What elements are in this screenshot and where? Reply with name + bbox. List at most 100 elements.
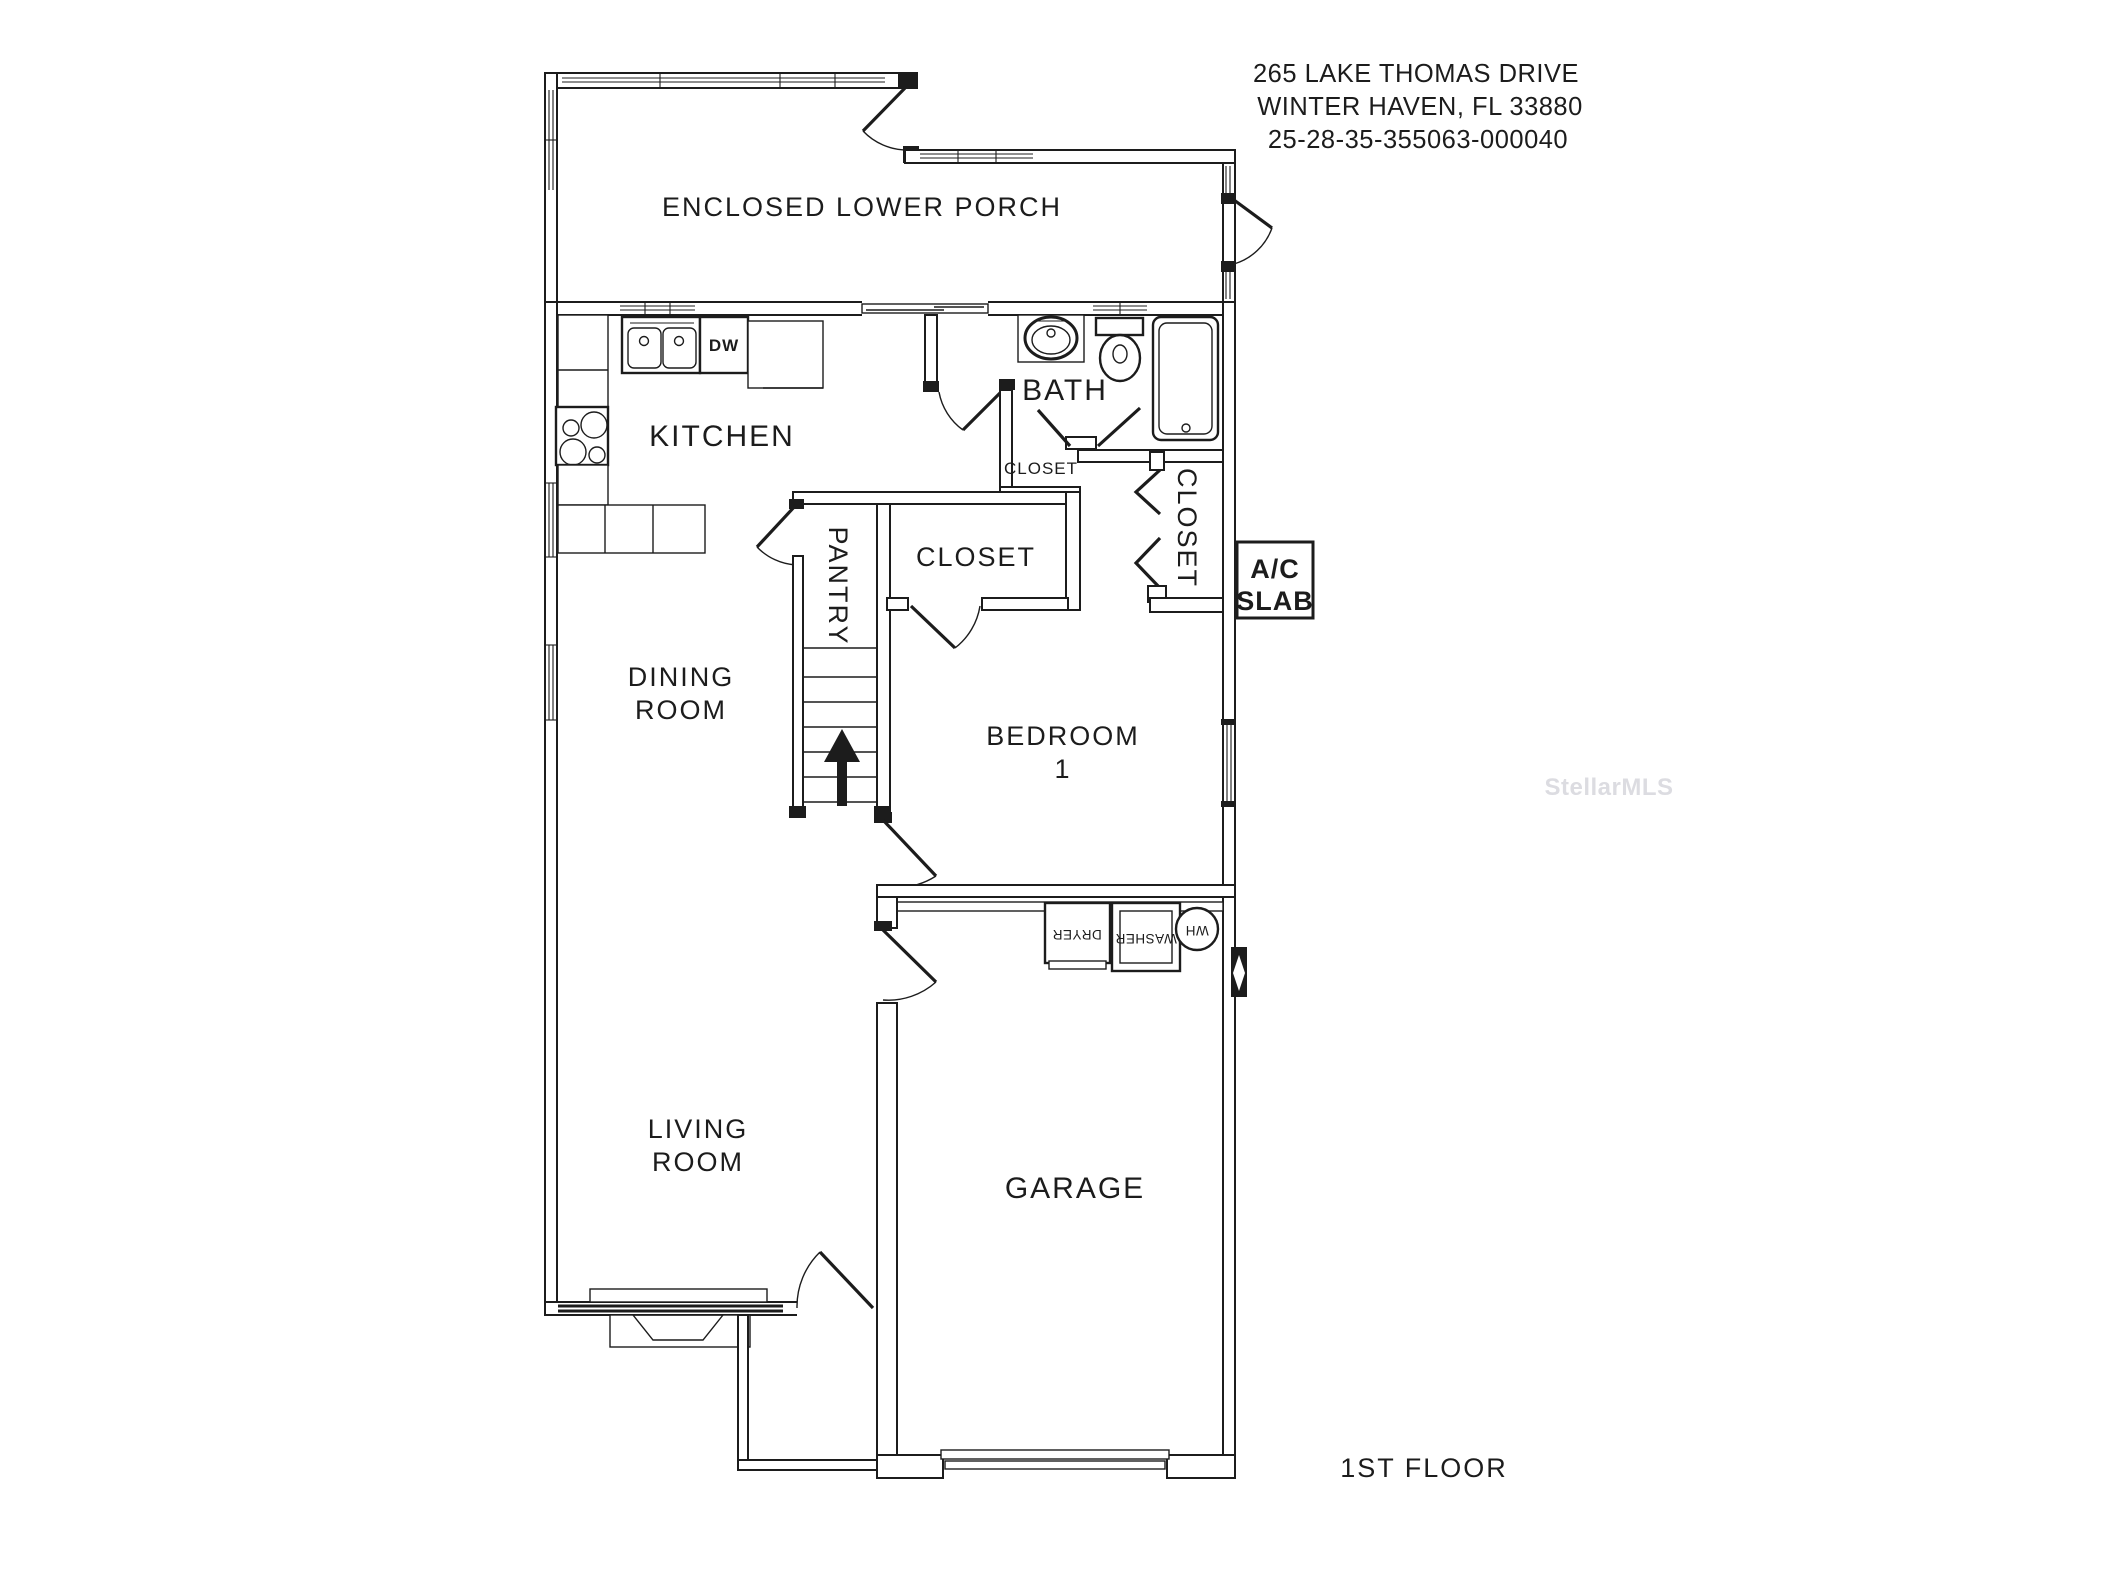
room-label-garage: GARAGE [1005,1172,1145,1205]
pantry-door-leaf-icon [755,503,798,549]
porch-right-window-icon [1225,166,1231,299]
porch-left-window-icon [545,90,557,190]
small-closet-left-wall [999,389,1013,498]
bedroom-closet-bottom-wall [981,597,1069,611]
house-shell [544,301,1236,1479]
room-label-dining-1: DINING [628,662,735,692]
dryer-label: DRYER [1052,927,1102,942]
small-closet-door-leaf-icon [1036,408,1072,448]
water-heater-label: WH [1185,923,1209,938]
small-closet-sill [1065,436,1097,450]
porch-offset-window-icon [920,151,1033,162]
dishwasher-label: DW [709,336,739,355]
watermark: StellarMLS [1544,774,1673,801]
bedroom-door-leaf-icon [881,818,938,878]
hall-closet [1133,451,1224,613]
kitchen-fixtures: DW [554,314,824,554]
kitchen-counter-below-stove [557,464,609,506]
bedroom-closet-door-arc [954,605,981,649]
garage-overhead-door [940,1449,1170,1470]
room-label-closet-bedroom: CLOSET [916,542,1036,572]
address-line-3: 25-28-35-355063-000040 [1268,126,1568,154]
room-label-bath: BATH [1022,374,1108,407]
electric-meter-icon [1231,947,1247,997]
address-line-1: 265 LAKE THOMAS DRIVE [1253,60,1579,88]
front-door [796,1250,875,1317]
porch-door-arc [862,130,908,151]
kitchen-peninsula [557,504,706,554]
bath-sink-icon [1017,314,1085,363]
porch-side-door-stub [1221,261,1236,272]
room-label-bedroom-2: 1 [1054,754,1071,784]
entry-corridor-left-wall [737,1314,749,1471]
bath-door-arc [938,391,964,431]
room-label-pantry: PANTRY [823,526,853,645]
living-window-icon [558,1304,783,1313]
room-label-closet-hall: CLOSET [1172,468,1202,588]
ac-slab-label-2: SLAB [1236,586,1314,616]
porch-right-wall [1222,162,1236,303]
bifold-door-upper-icon [1133,468,1162,516]
water-heater-icon: WH [1174,906,1220,952]
sliding-door-icon [861,301,989,316]
bath-door-leaf-icon [961,386,1007,432]
bedroom-closet-door-leaf-icon [909,604,957,650]
kitchen-window-icon [620,303,695,314]
living-bottom-wall [544,1301,801,1316]
bedroom-closet-right-wall [1065,491,1081,611]
garage-bottom-wall-left [876,1454,944,1479]
porch-door-leaf-icon [861,86,907,133]
porch-door-hinge [898,74,917,88]
garage-entry-door-arc [882,981,937,1001]
dining-window-lower-icon [545,644,557,721]
room-label-living-2: ROOM [652,1147,744,1177]
stove-icon [554,405,610,467]
entry-steps [609,1314,751,1348]
pantry-closet-top-wall [792,491,1079,505]
room-label-bedroom-1: BEDROOM [986,721,1140,751]
entry-corridor-bottom-wall [737,1459,899,1471]
stairs-up-arrow-icon [824,729,860,806]
front-door-arc [796,1251,821,1309]
garage-bottom-wall-right [1166,1454,1236,1479]
porch-structure [544,72,1273,316]
bedroom-bottom-wall [876,884,1236,898]
porch-left-wall [544,72,558,316]
stair-treads [803,647,877,803]
porch-top-window-icon [562,74,885,87]
kitchen-sink-icon [620,315,702,375]
bath-stub-wall [924,314,938,386]
porch-side-door-leaf-icon [1233,198,1273,230]
refrigerator-icon [747,320,824,389]
garage-door-leaf-icon [881,928,938,984]
bedroom-garage: DRYER WASHER WH [874,812,1247,1479]
ac-slab-box: A/C SLAB [1235,540,1315,620]
bathtub-icon [1151,315,1220,442]
room-label-porch: ENCLOSED LOWER PORCH [662,192,1062,222]
kitchen-counter-left [557,314,609,408]
stair-left-wall [792,555,804,816]
room-label-living-1: LIVING [648,1114,749,1144]
address-line-2: WINTER HAVEN, FL 33880 [1257,93,1583,121]
room-label-kitchen: KITCHEN [649,420,795,453]
bath-window-icon [1093,303,1147,314]
stairs-and-pantry [755,491,1079,818]
stair-right-wall [876,503,891,816]
hall-closet-bottom-wall [1149,597,1224,613]
dining-window-upper-icon [545,482,557,558]
porch-offset-wall [904,149,1236,164]
floor-label: 1ST FLOOR [1340,1453,1508,1483]
hall-door-leaf-icon [1096,406,1142,448]
front-door-leaf-icon [818,1250,875,1310]
entry-sill [589,1288,768,1303]
bedroom-window-icon [1221,719,1236,807]
room-label-closet-small: CLOSET [1004,459,1078,478]
bath-fixtures [923,314,1224,501]
dishwasher-box: DW [698,315,750,375]
porch-top-wall [544,72,918,89]
toilet-icon [1094,316,1145,383]
washer-label: WASHER [1115,931,1177,946]
pantry-door-arc [756,546,797,566]
